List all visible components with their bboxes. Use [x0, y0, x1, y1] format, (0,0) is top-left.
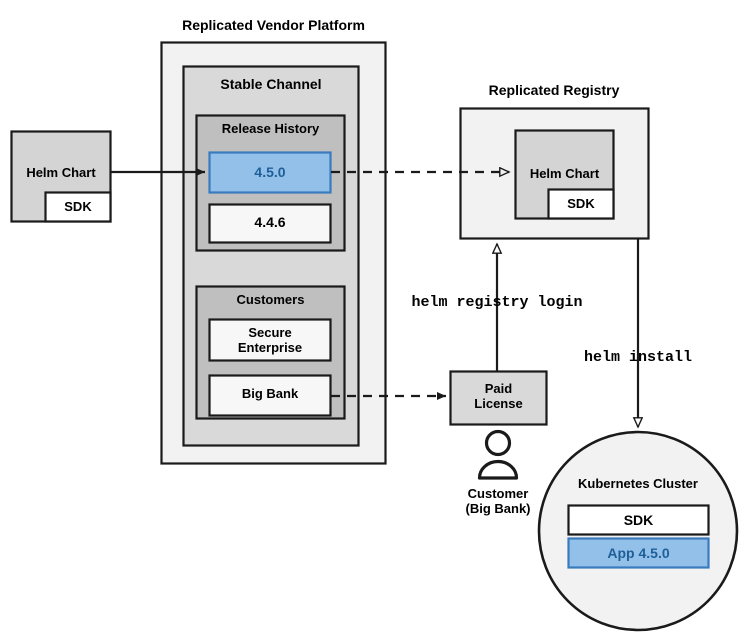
customer-person-icon: [477, 429, 519, 480]
cluster-app-box: [567, 537, 710, 569]
release-450-box: [208, 151, 332, 194]
big-bank-box: [208, 374, 332, 417]
release-446-box: [208, 203, 332, 244]
source-sdk-box: [44, 191, 112, 223]
secure-enterprise-box: [208, 318, 332, 362]
paid-license-box: [449, 370, 548, 426]
registry-sdk-box: [547, 188, 615, 220]
cluster-sdk-box: [567, 504, 710, 536]
